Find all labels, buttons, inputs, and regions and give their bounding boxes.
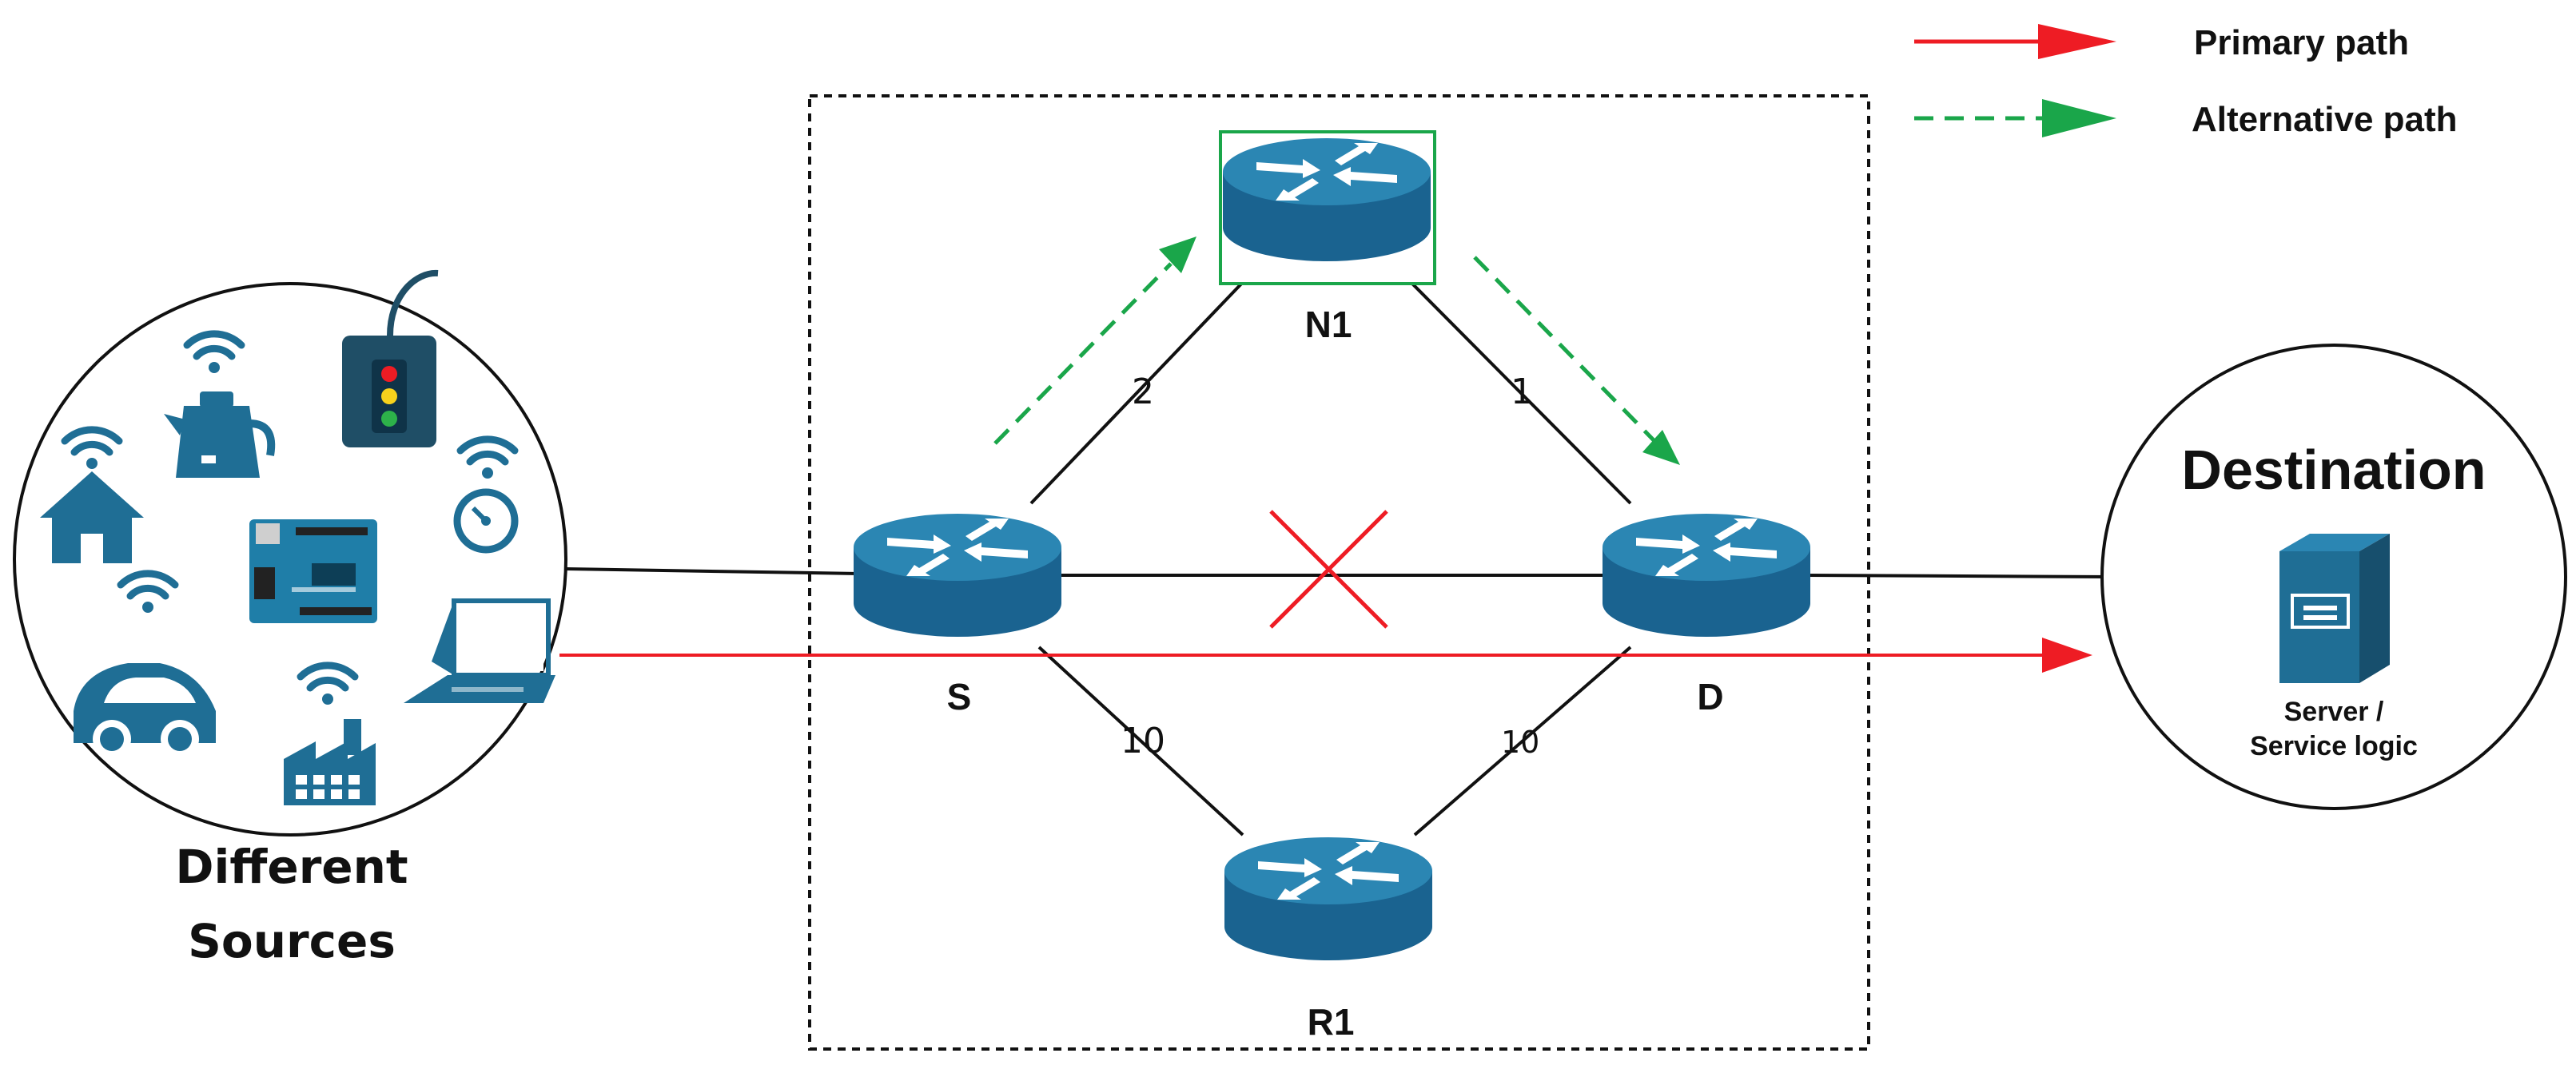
link-n1-d bbox=[1405, 276, 1632, 505]
server-icon bbox=[2279, 534, 2390, 683]
destination-sub-line2: Service logic bbox=[2250, 731, 2418, 761]
link-s-n1 bbox=[1029, 276, 1248, 505]
sources-icons bbox=[40, 269, 555, 805]
gauge-icon bbox=[453, 488, 519, 554]
router-n1 bbox=[1219, 130, 1436, 285]
node-label-n1: N1 bbox=[1305, 304, 1352, 345]
link-s-r1 bbox=[1037, 646, 1244, 837]
link-cost-r1-d: 10 bbox=[1501, 725, 1539, 760]
link-cost-n1-d: 1 bbox=[1511, 372, 1533, 412]
alternative-path-arrow-2 bbox=[1473, 256, 1680, 465]
sources-label-line1: Different bbox=[175, 840, 408, 894]
home-icon bbox=[40, 471, 144, 563]
router-r1 bbox=[1224, 837, 1432, 960]
link-d-destination bbox=[1806, 574, 2113, 578]
microcontroller-board-icon bbox=[249, 519, 377, 623]
primary-path-legend-arrow bbox=[1914, 24, 2116, 59]
destination-sub-line1: Server / bbox=[2284, 697, 2384, 727]
car-icon bbox=[74, 663, 216, 758]
factory-icon bbox=[284, 719, 376, 805]
primary-path-arrow bbox=[559, 638, 2092, 673]
alternative-path-arrow-1 bbox=[993, 236, 1196, 445]
alternative-path-legend-label: Alternative path bbox=[2192, 100, 2458, 139]
traffic-light-icon bbox=[342, 269, 439, 447]
link-cost-s-r1: 10 bbox=[1121, 721, 1165, 761]
primary-path-legend-label: Primary path bbox=[2194, 23, 2409, 62]
node-label-r1: R1 bbox=[1308, 1001, 1355, 1043]
link-r1-d bbox=[1413, 646, 1632, 837]
alternative-path-legend-arrow bbox=[1914, 99, 2116, 137]
node-label-d: D bbox=[1697, 676, 1723, 717]
link-cost-s-n1: 2 bbox=[1132, 372, 1154, 412]
router-d bbox=[1603, 514, 1810, 637]
network-links bbox=[565, 276, 2113, 837]
destination-title: Destination bbox=[2181, 439, 2486, 501]
link-sources-s bbox=[565, 567, 860, 575]
laptop-icon bbox=[404, 598, 555, 703]
legend: Primary path Alternative path bbox=[1914, 23, 2458, 139]
router-s bbox=[854, 514, 1061, 637]
link-failure-x-icon bbox=[1269, 510, 1388, 629]
kettle-icon bbox=[164, 391, 276, 478]
sources-label-line2: Sources bbox=[188, 914, 396, 968]
node-label-s: S bbox=[947, 676, 972, 717]
